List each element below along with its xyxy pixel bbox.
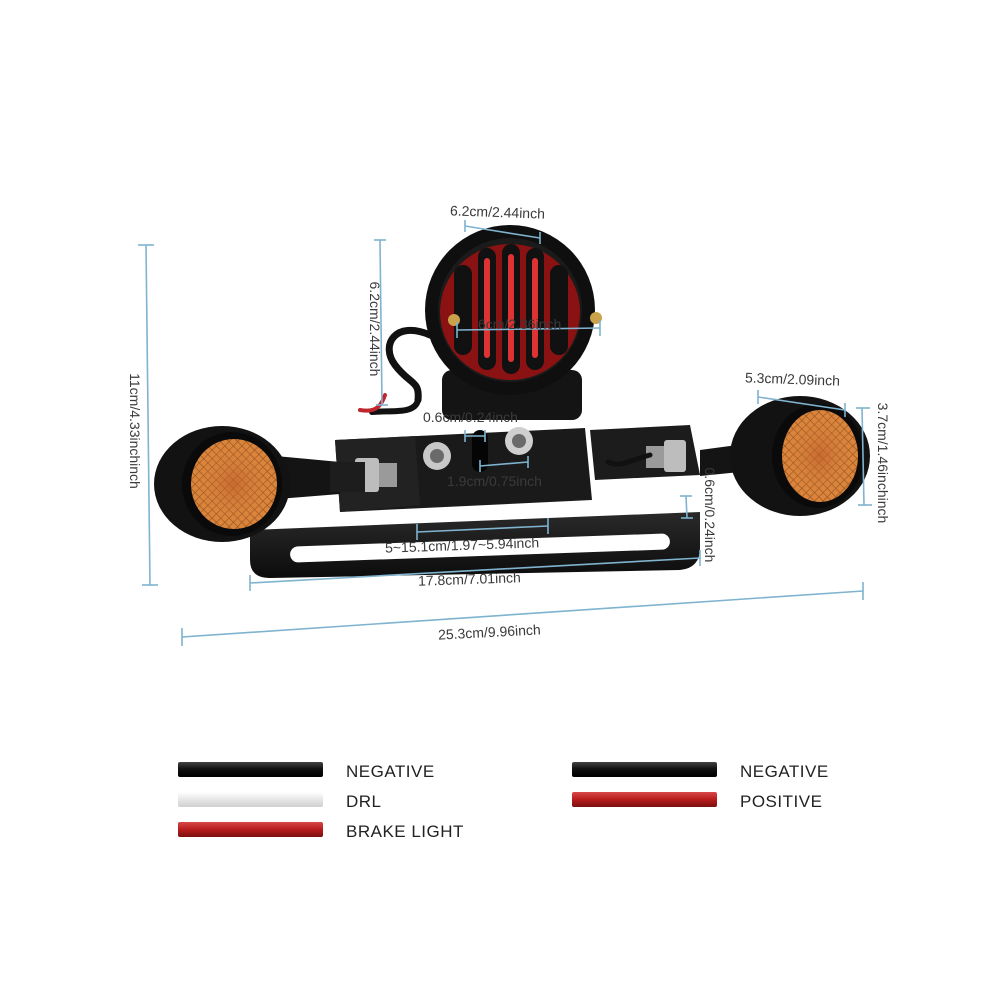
nut-right — [646, 440, 686, 472]
dimension-lines — [138, 220, 872, 646]
dim-slot-height: 0.6cm/0.24inch — [702, 467, 718, 563]
tail-light-grille — [454, 244, 568, 374]
tail-light — [425, 225, 602, 420]
dim-hole-spacing: 1.9cm/0.75inch — [447, 473, 542, 489]
bolt-left — [423, 442, 451, 470]
dim-light-height: 6.2cm/2.44inch — [367, 281, 383, 377]
legend-label-brake-light: BRAKE LIGHT — [346, 822, 464, 841]
bolt-right — [505, 427, 533, 455]
legend-bar-brake-light — [178, 822, 323, 837]
legend-label-drl: DRL — [346, 792, 382, 811]
legend-label-negative-left: NEGATIVE — [346, 762, 435, 781]
dim-signal-width: 5.3cm/2.09inch — [744, 369, 841, 389]
legend-label-positive: POSITIVE — [740, 792, 823, 811]
dim-light-top-width: 6.2cm/2.44inch — [449, 202, 546, 222]
dim-total-height: 11cm/4.33inchinch — [127, 373, 143, 489]
legend-bar-negative-right — [572, 762, 717, 777]
turn-signal-right — [700, 396, 870, 516]
turn-signal-left — [154, 426, 365, 542]
dim-hole-diameter: 0.6cm/0.24inch — [423, 409, 518, 425]
legend-bar-drl — [178, 792, 323, 807]
legend-bar-negative-left — [178, 762, 323, 777]
legend-label-negative-right: NEGATIVE — [740, 762, 829, 781]
wire-harness — [358, 326, 653, 467]
dim-bracket-width: 17.8cm/7.01inch — [417, 569, 521, 589]
dim-light-lens-width: 6cm/2.36inch — [478, 316, 562, 332]
hole-plug — [472, 430, 488, 472]
wire-legend — [178, 762, 717, 837]
dim-signal-height: 3.7cm/1.46inchinch — [875, 402, 891, 524]
legend-bar-positive — [572, 792, 717, 807]
